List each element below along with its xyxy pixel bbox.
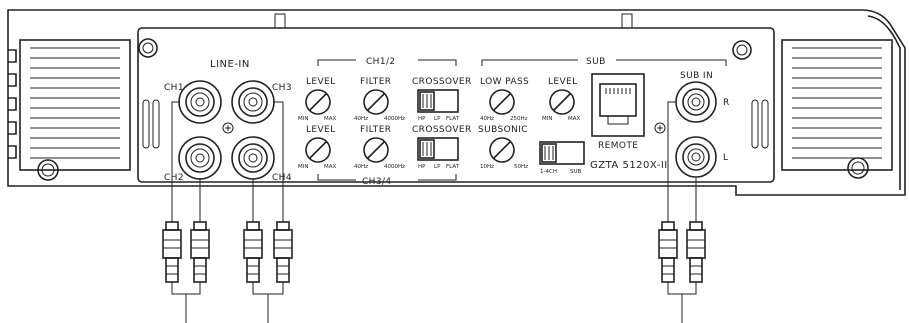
rca-plug-pair-right <box>658 221 706 323</box>
switch-hp: HP <box>418 116 426 122</box>
sub-in-l-label: L <box>723 153 728 163</box>
clip-right <box>621 13 633 29</box>
screw-icon <box>732 40 752 60</box>
range-f-hi: 4000Hz <box>384 116 405 122</box>
sub-bracket <box>481 59 727 66</box>
switch-lp: LP <box>434 164 441 170</box>
sub-label: SUB <box>586 57 606 67</box>
level-label: LEVEL <box>306 77 336 87</box>
filter-label: FILTER <box>360 77 391 87</box>
screw-icon <box>654 122 666 134</box>
crossover-switch-ch12[interactable] <box>417 89 459 113</box>
range-max: MAX <box>568 116 581 122</box>
right-vents <box>751 99 769 149</box>
switch-hp: HP <box>418 164 426 170</box>
ch1-label: CH1 <box>164 83 184 93</box>
range-ss-hi: 50Hz <box>514 164 528 170</box>
switch-flat: FLAT <box>446 164 460 170</box>
screw-icon <box>847 157 869 179</box>
rca-jack-sub-l[interactable] <box>675 136 717 178</box>
sub-mode-switch[interactable] <box>539 141 585 165</box>
ch34-label: CH3/4 <box>362 177 392 187</box>
range-min: MIN <box>298 164 308 170</box>
filter-knob-ch12[interactable] <box>363 89 389 115</box>
sub-in-r-label: R <box>723 98 730 108</box>
rca-jack-ch2[interactable] <box>178 136 222 180</box>
rca-plug-pair-middle <box>243 221 293 323</box>
ch2-label: CH2 <box>164 173 184 183</box>
screw-icon <box>138 38 158 58</box>
subsonic-knob[interactable] <box>489 137 515 163</box>
right-heatsink <box>781 39 893 171</box>
screw-icon <box>222 122 234 134</box>
chassis-outline <box>7 9 906 196</box>
ch12-label: CH1/2 <box>366 57 396 67</box>
switch-ch14: 1-4CH <box>540 169 557 175</box>
switch-sub: SUB <box>570 169 582 175</box>
rca-jack-ch3[interactable] <box>231 80 275 124</box>
rca-jack-sub-r[interactable] <box>675 81 717 123</box>
remote-label: REMOTE <box>598 141 638 151</box>
range-min: MIN <box>542 116 552 122</box>
level-label: LEVEL <box>548 77 578 87</box>
left-vents <box>142 99 160 149</box>
level-knob-ch34[interactable] <box>305 137 331 163</box>
range-f-hi: 4000Hz <box>384 164 405 170</box>
low-pass-knob[interactable] <box>489 89 515 115</box>
sub-in-label: SUB IN <box>680 71 713 81</box>
rca-jack-ch1[interactable] <box>178 80 222 124</box>
range-max: MAX <box>324 116 337 122</box>
crossover-switch-ch34[interactable] <box>417 137 459 161</box>
range-min: MIN <box>298 116 308 122</box>
range-ss-lo: 10Hz <box>480 164 494 170</box>
rca-cable-lines <box>171 101 697 222</box>
range-f-lo: 40Hz <box>354 164 368 170</box>
line-in-label: LINE-IN <box>210 59 250 70</box>
subsonic-label: SUBSONIC <box>478 125 528 135</box>
range-lp-hi: 250Hz <box>510 116 528 122</box>
ch34-bracket <box>317 174 457 181</box>
filter-label: FILTER <box>360 125 391 135</box>
left-heatsink <box>8 39 131 171</box>
level-knob-ch12[interactable] <box>305 89 331 115</box>
low-pass-label: LOW PASS <box>480 77 529 87</box>
ch3-label: CH3 <box>272 83 292 93</box>
rca-plug-pair-left <box>162 221 210 323</box>
ch12-bracket <box>317 59 457 66</box>
screw-icon <box>37 159 59 181</box>
model-label: GZTA 5120X-II <box>590 160 668 171</box>
crossover-label: CROSSOVER <box>412 77 472 87</box>
remote-port[interactable] <box>591 73 645 137</box>
level-label: LEVEL <box>306 125 336 135</box>
clip-left <box>274 13 286 29</box>
control-plate <box>137 27 775 183</box>
crossover-label: CROSSOVER <box>412 125 472 135</box>
range-f-lo: 40Hz <box>354 116 368 122</box>
filter-knob-ch34[interactable] <box>363 137 389 163</box>
chassis-edge <box>867 15 901 190</box>
switch-lp: LP <box>434 116 441 122</box>
range-lp-lo: 40Hz <box>480 116 494 122</box>
sub-level-knob[interactable] <box>549 89 575 115</box>
range-max: MAX <box>324 164 337 170</box>
rca-jack-ch4[interactable] <box>231 136 275 180</box>
ch4-label: CH4 <box>272 173 292 183</box>
switch-flat: FLAT <box>446 116 460 122</box>
